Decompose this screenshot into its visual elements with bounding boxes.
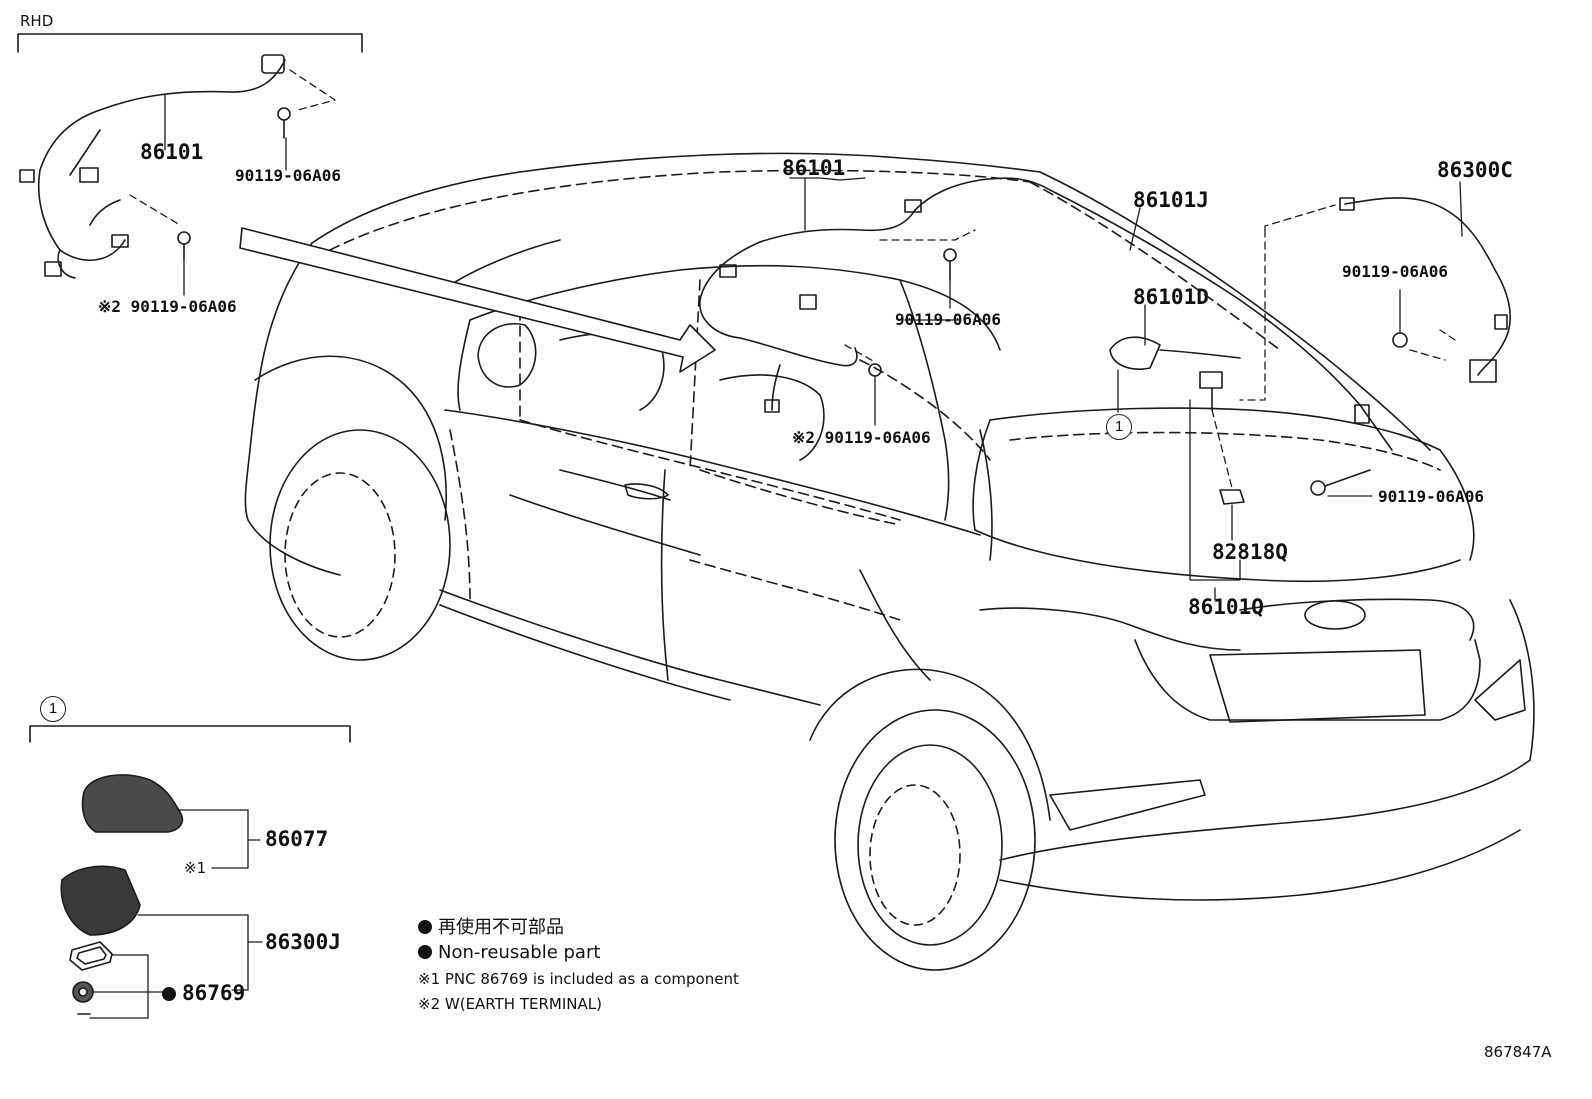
diagram-id: 867847A	[1484, 1043, 1552, 1061]
non-reusable-dot-icon	[418, 945, 432, 959]
harness-86300C-drawing	[1310, 197, 1511, 496]
part-86101D: 86101D	[1133, 285, 1209, 309]
part-86077: 86077	[265, 827, 329, 851]
non-reusable-dot-icon	[418, 920, 432, 934]
harness-86101J-drawing	[1049, 189, 1393, 451]
legend-en-text: Non-reusable part	[438, 942, 601, 963]
inset-bracket	[29, 725, 351, 743]
part-86769-number: 86769	[182, 981, 246, 1005]
legend-note-2: ※2 W(EARTH TERMINAL)	[418, 995, 602, 1013]
legend-jp: 再使用不可部品	[418, 919, 564, 937]
part-90119-right-top: 90119-06A06	[1342, 262, 1448, 281]
leader-lines	[89, 69, 1463, 1019]
part-90119-rhd-bottom: ※2 90119-06A06	[98, 297, 237, 316]
part-90119-center: 90119-06A06	[895, 310, 1001, 329]
legend-note-1: ※1 PNC 86769 is included as a component	[418, 970, 739, 988]
part-86101Q: 86101Q	[1188, 595, 1264, 619]
legend-en: Non-reusable part	[418, 944, 600, 962]
inset-parts-drawing	[60, 774, 184, 1015]
part-86101-main: 86101	[782, 156, 846, 180]
main-harness-drawing	[699, 177, 1051, 413]
non-reusable-dot-icon	[162, 987, 176, 1001]
part-90119-rhd-top: 90119-06A06	[235, 166, 341, 185]
legend-jp-text: 再使用不可部品	[438, 917, 564, 938]
part-90119-right-bottom: 90119-06A06	[1378, 487, 1484, 506]
location-arrow	[239, 227, 716, 373]
part-86300C: 86300C	[1437, 158, 1513, 182]
rhd-bracket	[17, 33, 363, 53]
vehicle-outline	[244, 152, 1535, 971]
part-90119-center-earth: ※2 90119-06A06	[792, 428, 931, 447]
part-86300J: 86300J	[265, 930, 341, 954]
part-86101-rhd: 86101	[140, 140, 204, 164]
ref-circle-1-main: 1	[1106, 414, 1132, 440]
ref-circle-1-inset: 1	[40, 696, 66, 722]
part-82818Q: 82818Q	[1212, 540, 1288, 564]
rhd-harness-drawing	[19, 54, 291, 279]
part-86101J: 86101J	[1133, 188, 1209, 212]
harness-86101D-drawing	[1109, 336, 1245, 505]
rhd-label: RHD	[20, 12, 54, 30]
part-86077-note: ※1	[184, 859, 207, 877]
part-86769: 86769	[162, 983, 245, 1004]
